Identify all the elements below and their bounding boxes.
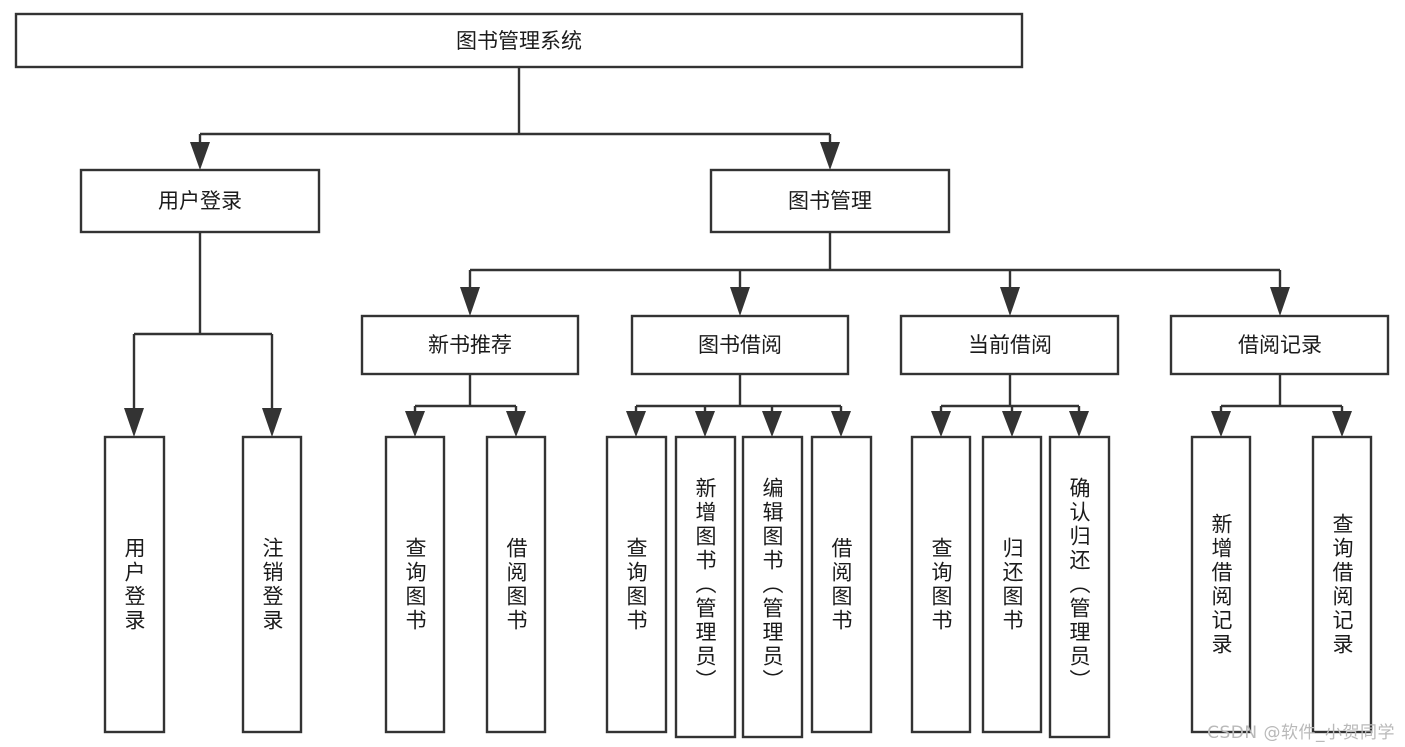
node-current-borrow[interactable]: 当前借阅 [899, 314, 1120, 376]
leaf-node-logout-login-box[interactable] [241, 435, 303, 734]
node-borrow-record-box[interactable] [1169, 314, 1390, 376]
node-user-login-label: 用户登录 [158, 189, 242, 213]
node-root-box[interactable] [14, 12, 1024, 69]
arrow-head-borrow-record [1270, 287, 1290, 316]
node-book-borrow-box[interactable] [630, 314, 850, 376]
connectors-book-manage-to-level3 [460, 232, 1290, 316]
connectors-borrow-record-to-leaves [1211, 374, 1352, 437]
connectors-root-to-level2 [190, 67, 840, 170]
node-book-manage-label: 图书管理 [788, 189, 872, 213]
connectors-user-login-to-leaves [124, 232, 282, 437]
leaf-node-confirm-return-box[interactable] [1048, 435, 1111, 739]
arrow-head-leaf-logout-login [262, 408, 282, 437]
leaf-node-add-borrow-record-label: 新增借阅记录 [1209, 513, 1233, 657]
arrow-head-leaf-user-login [124, 408, 144, 437]
arrow-head-leaf-add-book-admin [695, 411, 715, 437]
leaf-node-borrow-book-rec-label: 借阅图书 [504, 537, 528, 633]
arrow-head-user-login [190, 142, 210, 170]
leaf-node-return-book-box[interactable] [981, 435, 1043, 734]
connectors-current-borrow-to-leaves [931, 374, 1089, 437]
leaf-node-borrow-book[interactable]: 借阅图书 [810, 435, 873, 734]
node-borrow-record[interactable]: 借阅记录 [1169, 314, 1390, 376]
leaf-node-add-book-admin[interactable]: 新增图书（管理员） [674, 435, 737, 739]
leaf-node-borrow-book-rec[interactable]: 借阅图书 [485, 435, 547, 734]
arrow-head-book-manage [820, 142, 840, 170]
node-book-borrow-label: 图书借阅 [698, 333, 782, 357]
leaf-node-borrow-book-box[interactable] [810, 435, 873, 734]
leaf-node-add-borrow-record-box[interactable] [1190, 435, 1252, 734]
node-root[interactable]: 图书管理系统 [14, 12, 1024, 69]
node-user-login-box[interactable] [79, 168, 321, 234]
leaf-node-add-book-admin-box[interactable] [674, 435, 737, 739]
leaf-node-add-book-admin-label: 新增图书（管理员） [693, 477, 717, 693]
arrow-head-leaf-borrow-book-rec [506, 411, 526, 437]
node-book-borrow[interactable]: 图书借阅 [630, 314, 850, 376]
leaf-node-query-borrow-record-box[interactable] [1311, 435, 1373, 734]
arrow-head-leaf-query-borrow-record [1332, 411, 1352, 437]
leaf-node-confirm-return[interactable]: 确认归还（管理员） [1048, 435, 1111, 739]
leaf-node-logout-login[interactable]: 注销登录 [241, 435, 303, 734]
leaf-node-edit-book-admin-label: 编辑图书（管理员） [760, 477, 784, 693]
leaf-node-query-book-borrow[interactable]: 查询图书 [605, 435, 668, 734]
csdn-watermark: CSDN @软件_小贺同学 [1207, 723, 1395, 743]
node-book-manage[interactable]: 图书管理 [709, 168, 951, 234]
leaf-node-query-book-borrow-box[interactable] [605, 435, 668, 734]
node-current-borrow-box[interactable] [899, 314, 1120, 376]
leaf-node-edit-book-admin-box[interactable] [741, 435, 804, 739]
leaf-node-query-borrow-record[interactable]: 查询借阅记录 [1311, 435, 1373, 734]
node-new-book-recommend-box[interactable] [360, 314, 580, 376]
leaf-nodes-group: 用户登录 注销登录 查询图书 借阅图书 查询图书 新增图书（管理员） [103, 435, 1373, 739]
arrow-head-new-book-recommend [460, 287, 480, 316]
leaf-node-user-login-label: 用户登录 [122, 537, 146, 633]
arrow-head-leaf-query-book-borrow [626, 411, 646, 437]
arrow-head-leaf-add-borrow-record [1211, 411, 1231, 437]
leaf-node-query-borrow-record-label: 查询借阅记录 [1330, 513, 1354, 657]
node-root-label: 图书管理系统 [456, 29, 582, 53]
leaf-node-query-book-current-box[interactable] [910, 435, 972, 734]
connectors-new-book-recommend-to-leaves [405, 374, 526, 437]
leaf-node-borrow-book-rec-box[interactable] [485, 435, 547, 734]
leaf-node-query-book-current[interactable]: 查询图书 [910, 435, 972, 734]
arrow-head-leaf-query-book-rec [405, 411, 425, 437]
leaf-node-return-book-label: 归还图书 [1000, 537, 1024, 633]
leaf-node-user-login[interactable]: 用户登录 [103, 435, 166, 734]
leaf-node-query-book-borrow-label: 查询图书 [624, 537, 648, 633]
arrow-head-current-borrow [1000, 287, 1020, 316]
node-book-manage-box[interactable] [709, 168, 951, 234]
leaf-node-borrow-book-label: 借阅图书 [829, 537, 853, 633]
leaf-node-query-book-rec-box[interactable] [384, 435, 446, 734]
leaf-node-add-borrow-record[interactable]: 新增借阅记录 [1190, 435, 1252, 734]
connectors-book-borrow-to-leaves [626, 374, 851, 437]
leaf-node-user-login-box[interactable] [103, 435, 166, 734]
node-borrow-record-label: 借阅记录 [1238, 333, 1322, 357]
node-new-book-recommend[interactable]: 新书推荐 [360, 314, 580, 376]
arrow-head-book-borrow [730, 287, 750, 316]
leaf-node-query-book-current-label: 查询图书 [929, 537, 953, 633]
leaf-node-query-book-rec[interactable]: 查询图书 [384, 435, 446, 734]
arrow-head-leaf-confirm-return [1069, 411, 1089, 437]
leaf-node-edit-book-admin[interactable]: 编辑图书（管理员） [741, 435, 804, 739]
leaf-node-query-book-rec-label: 查询图书 [403, 537, 427, 633]
leaf-node-return-book[interactable]: 归还图书 [981, 435, 1043, 734]
leaf-node-confirm-return-label: 确认归还（管理员） [1067, 477, 1091, 693]
arrow-head-leaf-borrow-book [831, 411, 851, 437]
arrow-head-leaf-query-book-current [931, 411, 951, 437]
leaf-node-logout-login-label: 注销登录 [260, 537, 284, 633]
arrow-head-leaf-edit-book-admin [762, 411, 782, 437]
node-current-borrow-label: 当前借阅 [968, 333, 1052, 357]
node-new-book-recommend-label: 新书推荐 [428, 333, 512, 357]
arrow-head-leaf-return-book [1002, 411, 1022, 437]
node-user-login[interactable]: 用户登录 [79, 168, 321, 234]
